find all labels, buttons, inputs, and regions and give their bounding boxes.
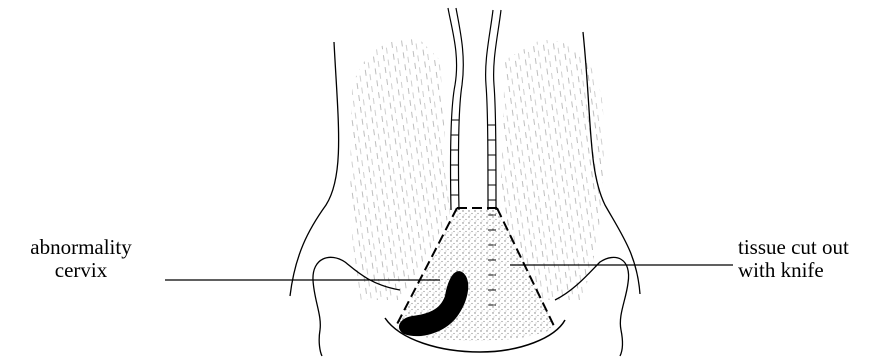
abnormality-label-line2: cervix (6, 259, 156, 282)
tissue-cut-out-label: tissue cut out with knife (738, 236, 849, 282)
abnormality-label-line1: abnormality (6, 236, 156, 259)
tissue-label-line2: with knife (738, 259, 849, 282)
canal-right-inner (486, 10, 493, 210)
canal-right-outer (494, 10, 501, 210)
tissue-label-line1: tissue cut out (738, 236, 849, 259)
left-outer-wall (290, 42, 339, 296)
abnormality-cervix-label: abnormality cervix (6, 236, 156, 282)
